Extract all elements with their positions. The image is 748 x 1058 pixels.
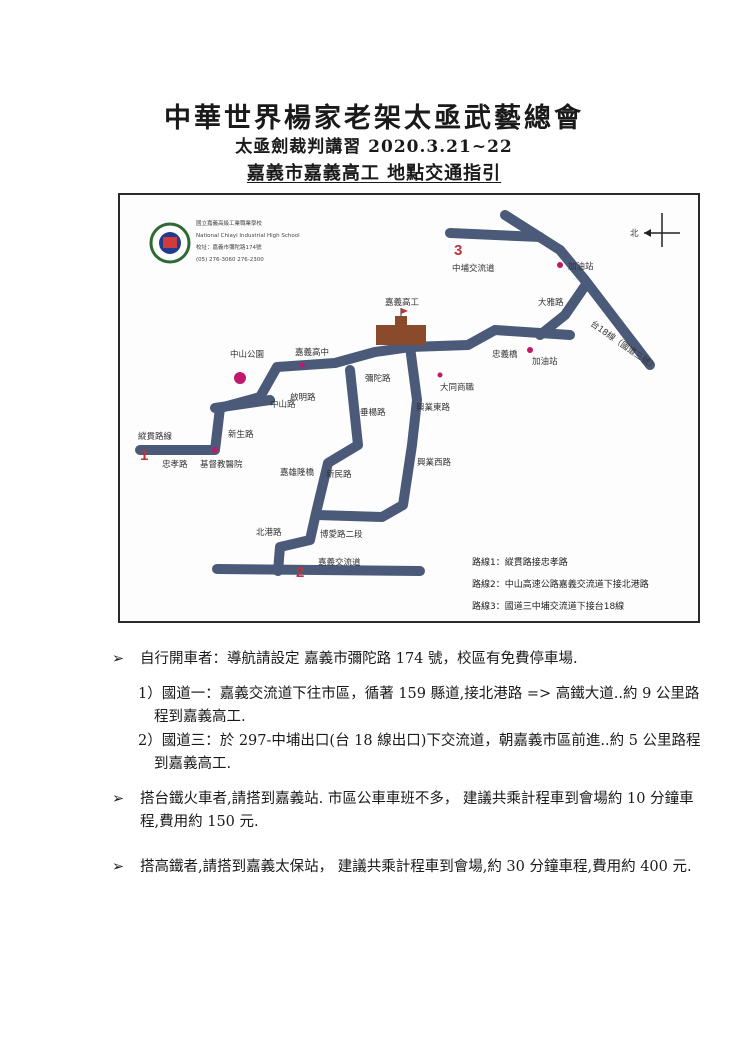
label-qiming: 啟明路	[290, 392, 316, 403]
legend-route-2: 路線2：中山高速公路嘉義交流道下接北港路	[472, 578, 649, 590]
label-dadong: 大同商職	[440, 382, 475, 393]
event-subtitle: 太亟劍裁判講習 2020.3.21~22	[235, 137, 513, 157]
road-mituo-west	[210, 395, 275, 413]
school-name-en: National Chiayi Industrial High School	[196, 233, 300, 239]
driving-option-1: 1）國道一：嘉義交流道下往市區，循著 159 縣道,接北港路 => 高鐵大道..…	[138, 686, 700, 726]
label-zongguan: 縱貫路線	[138, 431, 173, 442]
marker-gas-station-1	[557, 262, 563, 268]
marker-gas-station-2	[527, 347, 533, 353]
driving-options: 1）國道一：嘉義交流道下往市區，循著 159 縣道,接北港路 => 高鐵大道..…	[112, 683, 712, 776]
label-xinsheng: 新生路	[228, 429, 254, 440]
label-chuiyang: 垂楊路	[360, 407, 386, 418]
school-name-zh: 國立嘉義高級工業職業學校	[196, 219, 263, 227]
compass: 北	[630, 213, 680, 247]
road-zongguan	[135, 325, 575, 455]
route-map: 國立嘉義高級工業職業學校 National Chiayi Industrial …	[118, 193, 700, 623]
label-gas-station-2: 加油站	[532, 356, 558, 367]
compass-north-label: 北	[630, 229, 639, 239]
label-mituo: 彌陀路	[365, 373, 391, 384]
label-zhongyi-bridge: 忠義橋	[492, 349, 518, 360]
route-number-1: 1	[140, 447, 148, 464]
school-building-icon	[376, 325, 426, 345]
arrow-bullet-icon: ➢	[112, 859, 125, 876]
marker-zhongshan-park	[234, 372, 246, 384]
label-xinmin: 新民路	[326, 469, 352, 480]
marker-dadong	[437, 372, 443, 378]
location-guide-title: 嘉義市嘉義高工 地點交通指引	[246, 163, 502, 184]
marker-hospital	[212, 447, 218, 453]
road-xingye	[312, 342, 422, 522]
road-highway3	[555, 245, 655, 370]
map-markers	[212, 262, 563, 453]
label-xingye-west: 興業西路	[417, 457, 452, 468]
label-zhongshan: 中山路	[270, 399, 296, 410]
school-logo: 國立嘉義高級工業職業學校 National Chiayi Industrial …	[149, 219, 300, 264]
page-title: 中華世界楊家老架太亟武藝總會	[164, 103, 584, 134]
transport-notes: ➢ 自行開車者：導航請設定 嘉義市彌陀路 174 號，校區有免費停車場. 1）國…	[112, 648, 712, 880]
label-chiayi-interchange: 嘉義交流道	[318, 557, 361, 568]
arrow-bullet-icon: ➢	[112, 651, 125, 667]
road-beigang	[212, 564, 425, 576]
school-address: 校址：嘉義市彌陀路174號	[196, 243, 262, 251]
arrow-bullet-icon: ➢	[112, 790, 125, 807]
label-school: 嘉義高工	[385, 297, 420, 308]
label-zhongxiao: 忠孝路	[162, 459, 188, 470]
route-number-2: 2	[296, 564, 304, 581]
label-daya: 大雅路	[538, 297, 564, 308]
note-hsr: ➢ 搭高鐵者,請搭到嘉義太保站， 建議共乘計程車到會場,約 30 分鐘車程,費用…	[112, 856, 712, 879]
label-zhongshan-park: 中山公園	[230, 349, 264, 360]
note-driving: ➢ 自行開車者：導航請設定 嘉義市彌陀路 174 號，校區有免費停車場.	[112, 648, 712, 671]
road-zhongpu	[445, 228, 545, 242]
road-network	[135, 210, 655, 576]
label-gas-station-1: 加油站	[568, 261, 594, 272]
label-hospital: 基督教醫院	[200, 459, 243, 470]
label-boai: 博愛路二段	[320, 529, 363, 540]
route-number-3: 3	[454, 242, 462, 259]
school-building: 嘉義高工	[376, 297, 426, 345]
label-beigang: 北港路	[256, 527, 282, 538]
marker-chiayi-high	[299, 362, 305, 368]
school-phone: (05) 276-3060 276-2300	[196, 257, 264, 263]
north-arrow-icon	[644, 229, 651, 237]
label-zhongpu-interchange: 中埔交流道	[452, 263, 495, 274]
legend-route-1: 路線1：縱貫路接忠孝路	[472, 556, 568, 568]
label-xingye-east: 興業東路	[416, 402, 451, 413]
legend-route-3: 路線3：國道三中埔交流道下接台18線	[472, 600, 624, 612]
note-train: ➢ 搭台鐵火車者,請搭到嘉義站. 市區公車車班不多， 建議共乘計程車到會場約 1…	[112, 788, 712, 834]
driving-option-2: 2）國道三：於 297-中埔出口(台 18 線出口)下交流道，朝嘉義市區前進..…	[138, 732, 701, 772]
label-xinglong: 嘉雄隆橋	[280, 467, 315, 478]
label-chiayi-high: 嘉義高中	[295, 347, 329, 358]
